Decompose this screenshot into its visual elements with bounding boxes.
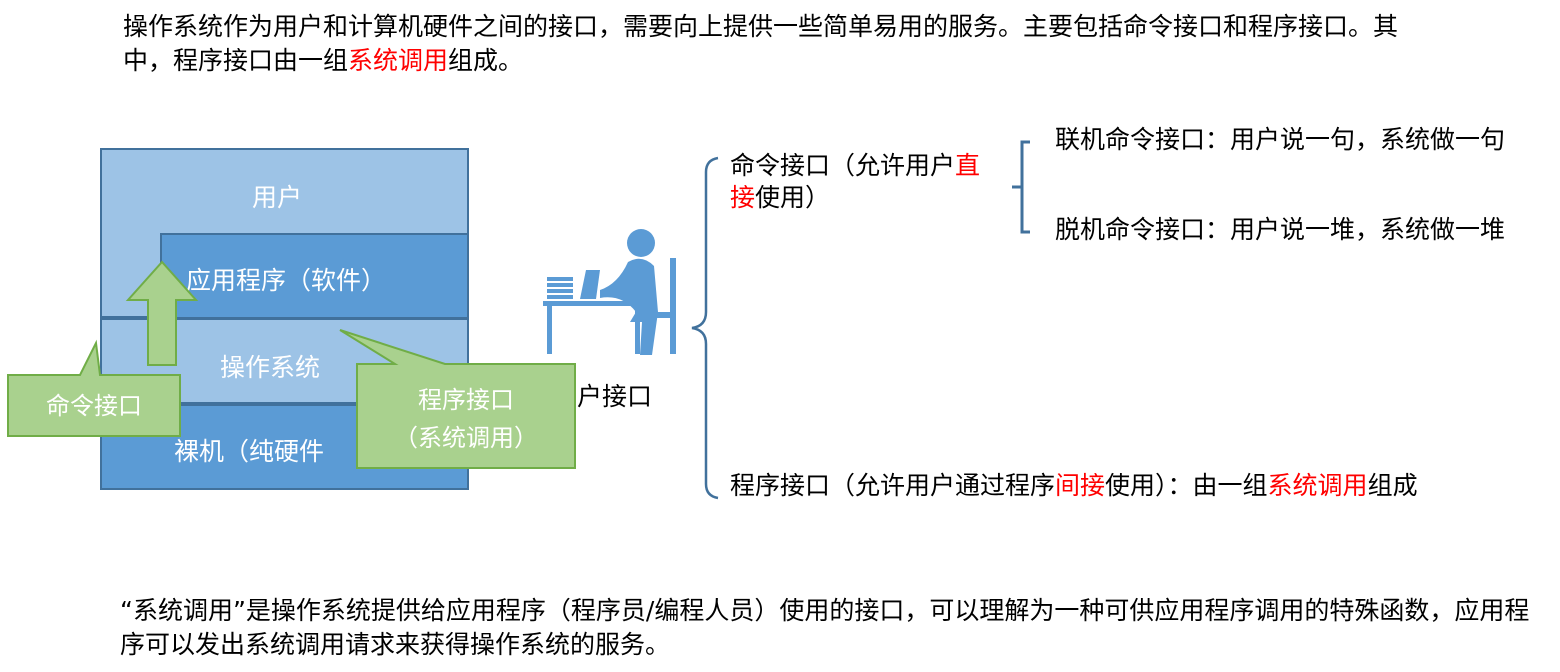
interface-brace (691, 156, 719, 500)
program-callout-line2: （系统调用） (394, 424, 538, 452)
program-indirect-highlight: 间接 (1055, 471, 1106, 500)
command-subtypes-bracket (1012, 140, 1030, 234)
program-interface-text: 程序接口（允许用户通过程序间接使用）：由一组系统调用组成 (730, 471, 1418, 500)
online-command-interface: 联机命令接口：用户说一句，系统做一句 (1055, 125, 1506, 154)
intro-highlight: 系统调用 (348, 46, 449, 75)
up-arrow-icon (125, 260, 199, 366)
layer-app-label: 应用程序（软件） (186, 266, 387, 295)
person-at-laptop-icon (543, 229, 676, 355)
program-callout-shape (339, 329, 576, 469)
command-interface-text: 命令接口（允许用户直接使用） (730, 151, 981, 212)
layer-user-label: 用户 (252, 183, 303, 212)
layer-app: 应用程序（软件） (160, 233, 469, 319)
intro-paragraph: 操作系统作为用户和计算机硬件之间的接口，需要向上提供一些简单易用的服务。主要包括… (123, 12, 1399, 75)
program-syscall-highlight: 系统调用 (1267, 471, 1368, 500)
command-callout-shape (7, 339, 181, 437)
layer-hardware-label: 裸机（纯硬件 (174, 437, 325, 466)
layer-os-label: 操作系统 (220, 353, 321, 382)
command-direct-highlight: 直接 (730, 151, 981, 212)
program-callout-line1: 程序接口 (418, 386, 514, 414)
command-callout-label: 命令接口 (46, 392, 142, 420)
syscall-definition-paragraph: “系统调用”是操作系统提供给应用程序（程序员/编程人员）使用的接口，可以理解为一… (120, 596, 1530, 659)
user-interface-label: 户接口 (577, 382, 653, 411)
offline-command-interface: 脱机命令接口：用户说一堆，系统做一堆 (1055, 215, 1506, 244)
